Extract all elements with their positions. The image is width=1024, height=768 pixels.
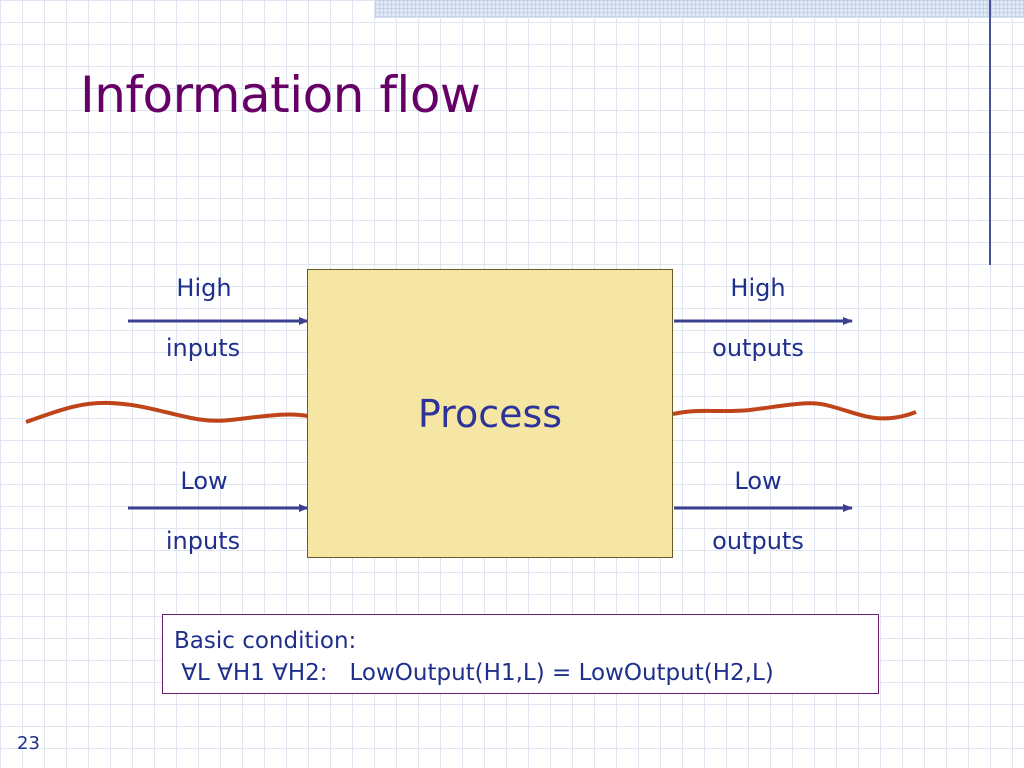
condition-box: Basic condition: ∀L ∀H1 ∀H2: LowOutput(H… (162, 614, 879, 694)
low-outputs-label-bottom: outputs (712, 527, 804, 555)
slide-number: 23 (17, 733, 40, 754)
high-inputs-label-bottom: inputs (165, 334, 241, 362)
high-outputs-label-top: High (730, 274, 786, 302)
slide-title: Information flow (80, 66, 481, 124)
output-wave (672, 401, 917, 421)
condition-heading: Basic condition: (174, 628, 357, 654)
condition-formula: ∀L ∀H1 ∀H2: LowOutput(H1,L) = LowOutput(… (174, 660, 774, 686)
high-outputs-label-bottom: outputs (712, 334, 804, 362)
low-outputs-label-top: Low (734, 467, 782, 495)
header-decoration-line (989, 0, 991, 265)
process-box: Process (307, 269, 673, 558)
process-label: Process (417, 392, 563, 436)
input-wave (25, 400, 309, 424)
low-inputs-label-bottom: inputs (165, 527, 241, 555)
low-inputs-label-top: Low (180, 467, 228, 495)
high-inputs-label-top: High (176, 274, 232, 302)
header-decoration-band (375, 0, 1024, 18)
